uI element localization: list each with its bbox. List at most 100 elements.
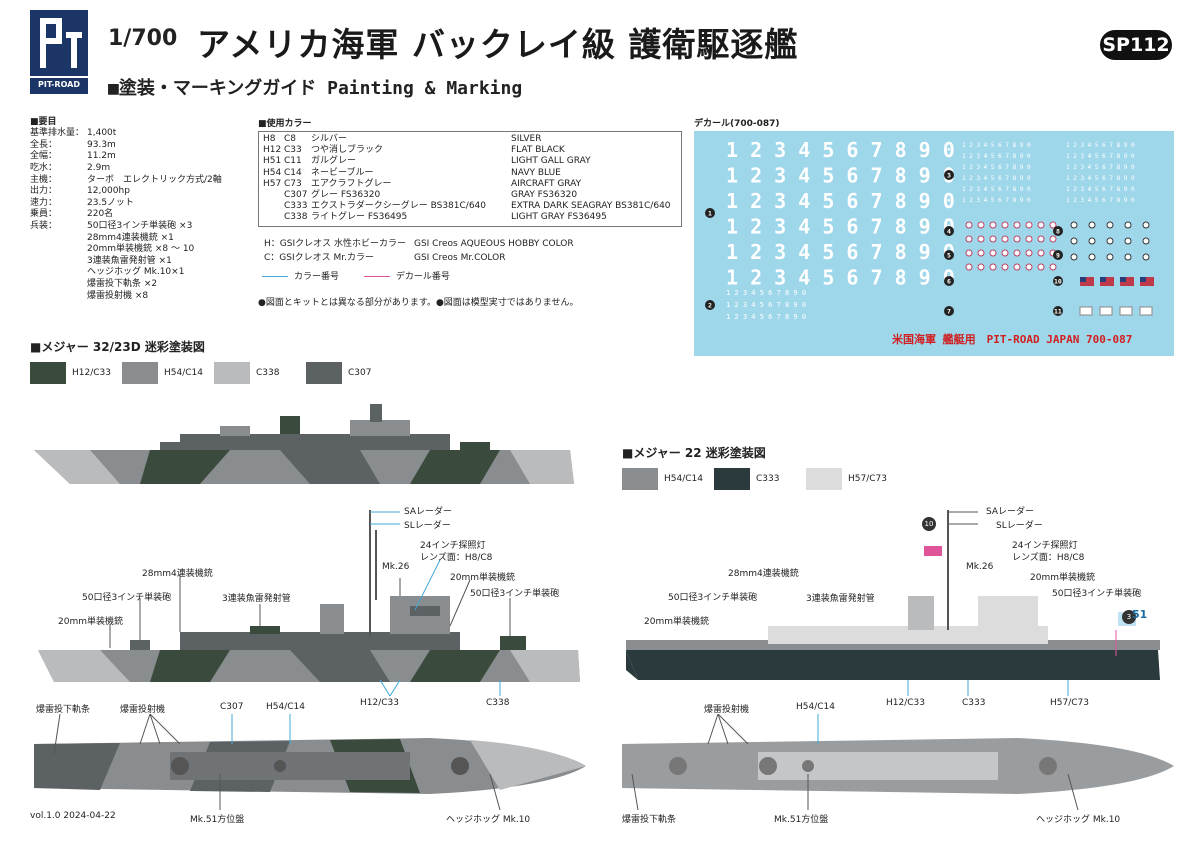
- product-code-badge: SP112: [1100, 30, 1172, 60]
- decal-tiny-digits: 1 2 3 4 5 6 7 8 9 0: [1066, 197, 1135, 204]
- s2-lens-label: レンズ面：H8/C8: [1012, 553, 1085, 563]
- spec-row: 全長： 93.3m: [30, 140, 222, 152]
- scale-label: 1/700: [108, 26, 178, 51]
- color-swatch: [214, 362, 250, 384]
- color-swatch: [306, 362, 342, 384]
- decal-marker-number: 5: [947, 252, 951, 260]
- decal-roundel: [977, 235, 985, 243]
- scheme1-side-profile: [38, 510, 580, 697]
- spec-value: ヘッジホッグ Mk.10×1: [87, 267, 185, 278]
- decal-roundel: [1013, 263, 1021, 271]
- spec-value: 20mm単装機銃 ×8 ～ 10: [87, 244, 195, 255]
- spec-value: 11.2m: [87, 151, 116, 162]
- decal-marker-number: 8: [1056, 228, 1060, 236]
- decal-roundel: [1025, 235, 1033, 243]
- spec-value: 220名: [87, 209, 114, 220]
- decal-tiny-digits: 1 2 3 4 5 6 7 8 9 0: [962, 175, 1031, 182]
- spec-key: 吃水：: [30, 162, 58, 173]
- s2-searchlight-label: 24インチ探照灯: [1012, 541, 1078, 551]
- pit-road-logo: [30, 10, 88, 94]
- decal-roundel: [989, 263, 997, 271]
- spec-key: 基準排水量：: [30, 128, 85, 139]
- color-cell: [263, 190, 284, 201]
- decal-tiny-digits: 1 2 3 4 5 6 7 8 9 0: [1066, 175, 1135, 182]
- decal-tiny-digits: 1 2 3 4 5 6 7 8 9 0: [1066, 186, 1135, 193]
- decal-flag-small: [1119, 306, 1133, 316]
- decal-number-line-icon: [363, 276, 390, 277]
- s1-hedgehog-label: ヘッジホッグ Mk.10: [446, 815, 531, 825]
- spec-key: 全長：: [30, 139, 58, 150]
- decal-marker: [1053, 276, 1063, 286]
- s1-28mm-label: 28mm4連装機銃: [142, 569, 213, 579]
- color-cell: ライトグレー FS36495: [311, 212, 408, 223]
- color-swatch-label: H54/C14: [164, 368, 203, 378]
- color-cell: エクストラダークシーグレー BS381C/640: [311, 201, 486, 212]
- page-subtitle: ■塗装・マーキングガイド Painting & Marking: [108, 78, 523, 99]
- decal-marker-number: 9: [1056, 252, 1060, 260]
- decal-roundel: [1001, 221, 1009, 229]
- color-cell: LIGHT GRAY FS36495: [511, 212, 607, 223]
- decal-marker: [944, 276, 954, 286]
- spec-value: 50口径3インチ単装砲 ×3: [87, 220, 193, 231]
- decal-marker: [944, 170, 954, 180]
- s2-h54-label: H54/C14: [796, 702, 835, 712]
- decal-artwork: 1 2 3 4 5 6 7 8 9 0 1 2 3 4 5 6 7 8 9 0 1 …: [705, 138, 1154, 346]
- decal-marker: [944, 306, 954, 316]
- decal-tiny-digits: 1 2 3 4 5 6 7 8 9 0: [962, 186, 1031, 193]
- decal-roundel: [1106, 253, 1114, 261]
- decal-badge-3: 3: [1122, 610, 1136, 624]
- decal-roundel: [965, 249, 973, 257]
- spec-value: ターボ エレクトリック方式/2軸: [87, 174, 222, 185]
- color-cell: シルバー: [311, 134, 348, 144]
- color-cell: グレー FS36320: [311, 190, 381, 201]
- color-swatch: [30, 362, 66, 384]
- s2-3in-gun-a-label: 50口径3インチ単装砲: [668, 593, 758, 603]
- decal-flag: [1120, 277, 1134, 286]
- spec-value: 93.3m: [87, 139, 116, 150]
- s2-28mm-label: 28mm4連装機銃: [728, 569, 799, 579]
- color-cell: ガルグレー: [311, 156, 357, 167]
- color-swatch: [622, 468, 658, 490]
- color-cell: C33: [284, 145, 302, 156]
- decal-roundel: [1088, 221, 1096, 229]
- color-swatch-label: H54/C14: [664, 474, 703, 484]
- disclaimer: ●図面とキットとは異なる部分があります。●図面は模型実寸ではありません。: [258, 298, 579, 308]
- spec-row: 乗員： 220名: [30, 209, 222, 221]
- note-cell: H：GSIクレオス 水性ホビーカラー: [264, 239, 406, 249]
- s1-rail-label: 爆雷投下軌条: [36, 705, 91, 715]
- spec-row: ヘッジホッグ Mk.10×1: [30, 267, 222, 279]
- spec-row: 基準排水量：1,400t: [30, 128, 222, 140]
- decal-tiny-digits: 1 2 3 4 5 6 7 8 9 0: [1066, 153, 1135, 160]
- decal-marker: [705, 300, 715, 310]
- s1-c307-label: C307: [220, 702, 244, 712]
- decal-roundel: [977, 249, 985, 257]
- s2-projector-label: 爆雷投射機: [704, 705, 750, 715]
- color-cell: SILVER: [511, 134, 542, 144]
- s1-torpedo-label: 3連装魚雷発射管: [222, 594, 291, 604]
- spec-key: 乗員：: [30, 209, 58, 220]
- spec-key: 主機：: [30, 174, 58, 185]
- line-legend: カラー番号 デカール番号: [262, 269, 450, 282]
- color-swatch-label: C333: [756, 474, 780, 484]
- spec-value: 3連装魚雷発射管 ×1: [87, 255, 172, 266]
- spec-value: 12,000hp: [87, 186, 130, 197]
- spec-row: 爆雷投射機 ×8: [30, 291, 222, 303]
- spec-row: 速力：23.5ノット: [30, 198, 222, 210]
- spec-value: 2.9m: [87, 162, 111, 173]
- scheme2-title: ■メジャー 22 迷彩塗装図: [622, 446, 766, 460]
- decal-flag-canton: [1120, 277, 1126, 282]
- color-cell: エアクラフトグレー: [311, 178, 392, 189]
- decal-roundel: [1025, 263, 1033, 271]
- decal-roundel: [1124, 253, 1132, 261]
- decal-large-digits: 1 2 3 4 5 6 7 8 9 0: [726, 138, 955, 162]
- note-cell: GSI Creos Mr.COLOR: [413, 253, 506, 263]
- s2-hedgehog-label: ヘッジホッグ Mk.10: [1036, 815, 1121, 825]
